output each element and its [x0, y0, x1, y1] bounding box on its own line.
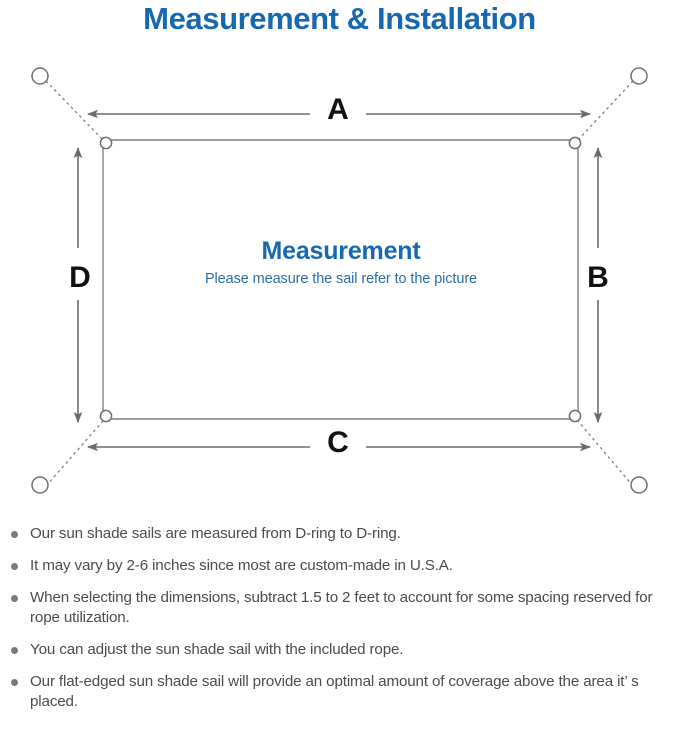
- dimension-label-d: D: [69, 261, 91, 294]
- list-item: Our sun shade sails are measured from D-…: [0, 524, 679, 544]
- anchor-ring-bottom-right: [630, 476, 648, 494]
- d-ring-bottom-left: [99, 409, 113, 423]
- bullet-icon: [11, 679, 18, 686]
- list-item-text: When selecting the dimensions, subtract …: [30, 589, 653, 626]
- anchor-ring-top-left: [31, 67, 49, 85]
- list-item-text: Our flat-edged sun shade sail will provi…: [30, 673, 639, 710]
- d-rings: [99, 136, 582, 423]
- page-title: Measurement & Installation: [143, 1, 536, 36]
- rope-bottom-right: [577, 420, 634, 487]
- anchor-ring-top-right: [630, 67, 648, 85]
- list-item-text: Our sun shade sails are measured from D-…: [30, 525, 401, 542]
- list-item-text: It may vary by 2-6 inches since most are…: [30, 557, 453, 574]
- rope-lines: [45, 80, 634, 487]
- bullet-icon: [11, 647, 18, 654]
- list-item: You can adjust the sun shade sail with t…: [0, 640, 679, 660]
- bullet-icon: [11, 563, 18, 570]
- anchor-ring-bottom-left: [31, 476, 49, 494]
- rope-top-left: [45, 80, 104, 141]
- dimension-label-c: C: [327, 426, 349, 459]
- list-item: It may vary by 2-6 inches since most are…: [0, 556, 679, 576]
- d-ring-bottom-right: [568, 409, 582, 423]
- rope-bottom-left: [45, 420, 104, 487]
- d-ring-top-right: [568, 136, 582, 150]
- anchor-rings: [31, 67, 648, 494]
- sail-rectangle: [102, 139, 579, 420]
- list-item: When selecting the dimensions, subtract …: [0, 588, 679, 628]
- dimension-label-a: A: [327, 93, 349, 126]
- sail-diagram-graphic: [31, 67, 648, 494]
- dimension-label-b: B: [587, 261, 609, 294]
- d-ring-top-left: [99, 136, 113, 150]
- bullet-icon: [11, 531, 18, 538]
- list-item: Our flat-edged sun shade sail will provi…: [0, 672, 679, 712]
- rope-top-right: [577, 80, 634, 141]
- list-item-text: You can adjust the sun shade sail with t…: [30, 641, 404, 658]
- bullet-icon: [11, 595, 18, 602]
- notes-list: Our sun shade sails are measured from D-…: [0, 524, 679, 712]
